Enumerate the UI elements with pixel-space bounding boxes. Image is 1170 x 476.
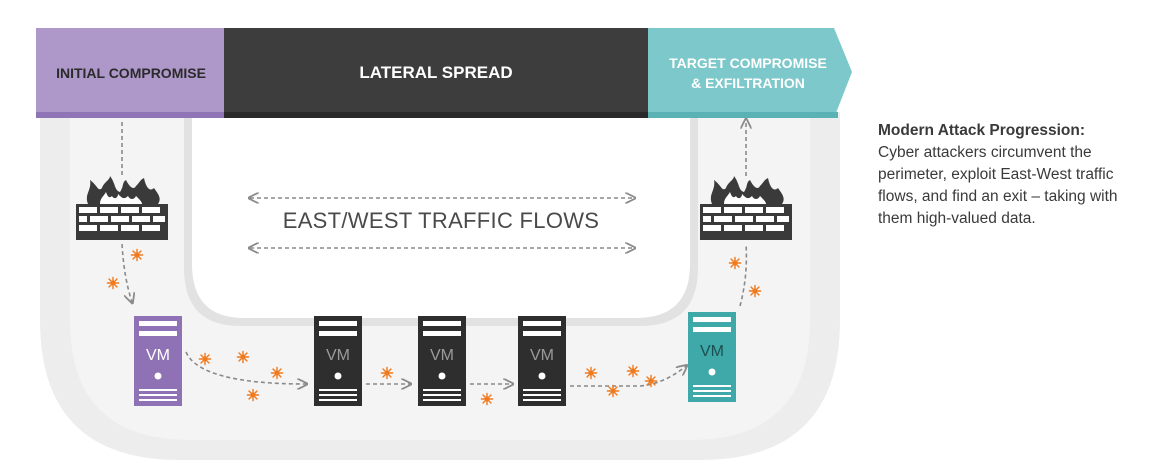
traffic-flows-label: EAST/WEST TRAFFIC FLOWS bbox=[282, 208, 600, 233]
description-title: Modern Attack Progression: bbox=[878, 122, 1085, 139]
threat-icon bbox=[246, 388, 260, 402]
phase-initial-stripe bbox=[36, 112, 226, 118]
phase-target-label-line1: TARGET COMPROMISE bbox=[669, 55, 827, 71]
vm-server-5-icon bbox=[688, 312, 736, 402]
vm-label-1: VM bbox=[146, 347, 170, 364]
vm-label-3: VM bbox=[430, 347, 454, 364]
entry-path-lower bbox=[121, 243, 132, 302]
threat-icon bbox=[644, 374, 658, 388]
track-center-face bbox=[192, 112, 690, 318]
phase-lateral-label: LATERAL SPREAD bbox=[359, 63, 513, 82]
phase-target-stripe bbox=[648, 112, 838, 118]
phase-initial-bar bbox=[36, 28, 226, 112]
vm-server-3-icon bbox=[418, 316, 466, 406]
description-body: Cyber attackers circumvent the perimeter… bbox=[878, 144, 1118, 227]
vm-label-5: VM bbox=[700, 343, 724, 360]
phase-lateral-stripe bbox=[224, 112, 648, 118]
vm-label-2: VM bbox=[326, 347, 350, 364]
path-vm1-vm2 bbox=[185, 351, 306, 384]
description-panel: Modern Attack Progression: Cyber attacke… bbox=[878, 120, 1138, 230]
threat-icon bbox=[748, 284, 762, 298]
vm-server-4-icon bbox=[518, 316, 566, 406]
threat-icon bbox=[606, 384, 620, 398]
phase-target-label-line2: & EXFILTRATION bbox=[691, 75, 805, 91]
threat-icon bbox=[270, 366, 284, 380]
vm-label-4: VM bbox=[530, 347, 554, 364]
path-vm4-vm5 bbox=[570, 366, 686, 387]
threat-icon bbox=[198, 352, 212, 366]
threat-icon bbox=[236, 350, 250, 364]
vm-server-1-icon bbox=[134, 316, 182, 406]
threat-icon bbox=[626, 364, 640, 378]
threat-icon bbox=[380, 366, 394, 380]
threat-icon bbox=[728, 256, 742, 270]
phase-lateral-bar bbox=[224, 28, 648, 112]
threat-icon bbox=[480, 392, 494, 406]
phase-initial-label: INITIAL COMPROMISE bbox=[56, 65, 206, 81]
vm-server-2-icon bbox=[314, 316, 362, 406]
threat-icon bbox=[106, 276, 120, 290]
phase-target-bar bbox=[648, 28, 852, 118]
phase-target-label: TARGET COMPROMISE & EXFILTRATION bbox=[648, 28, 848, 118]
threat-icon bbox=[130, 248, 144, 262]
exit-path-lower bbox=[739, 243, 748, 307]
threat-icon bbox=[584, 366, 598, 380]
